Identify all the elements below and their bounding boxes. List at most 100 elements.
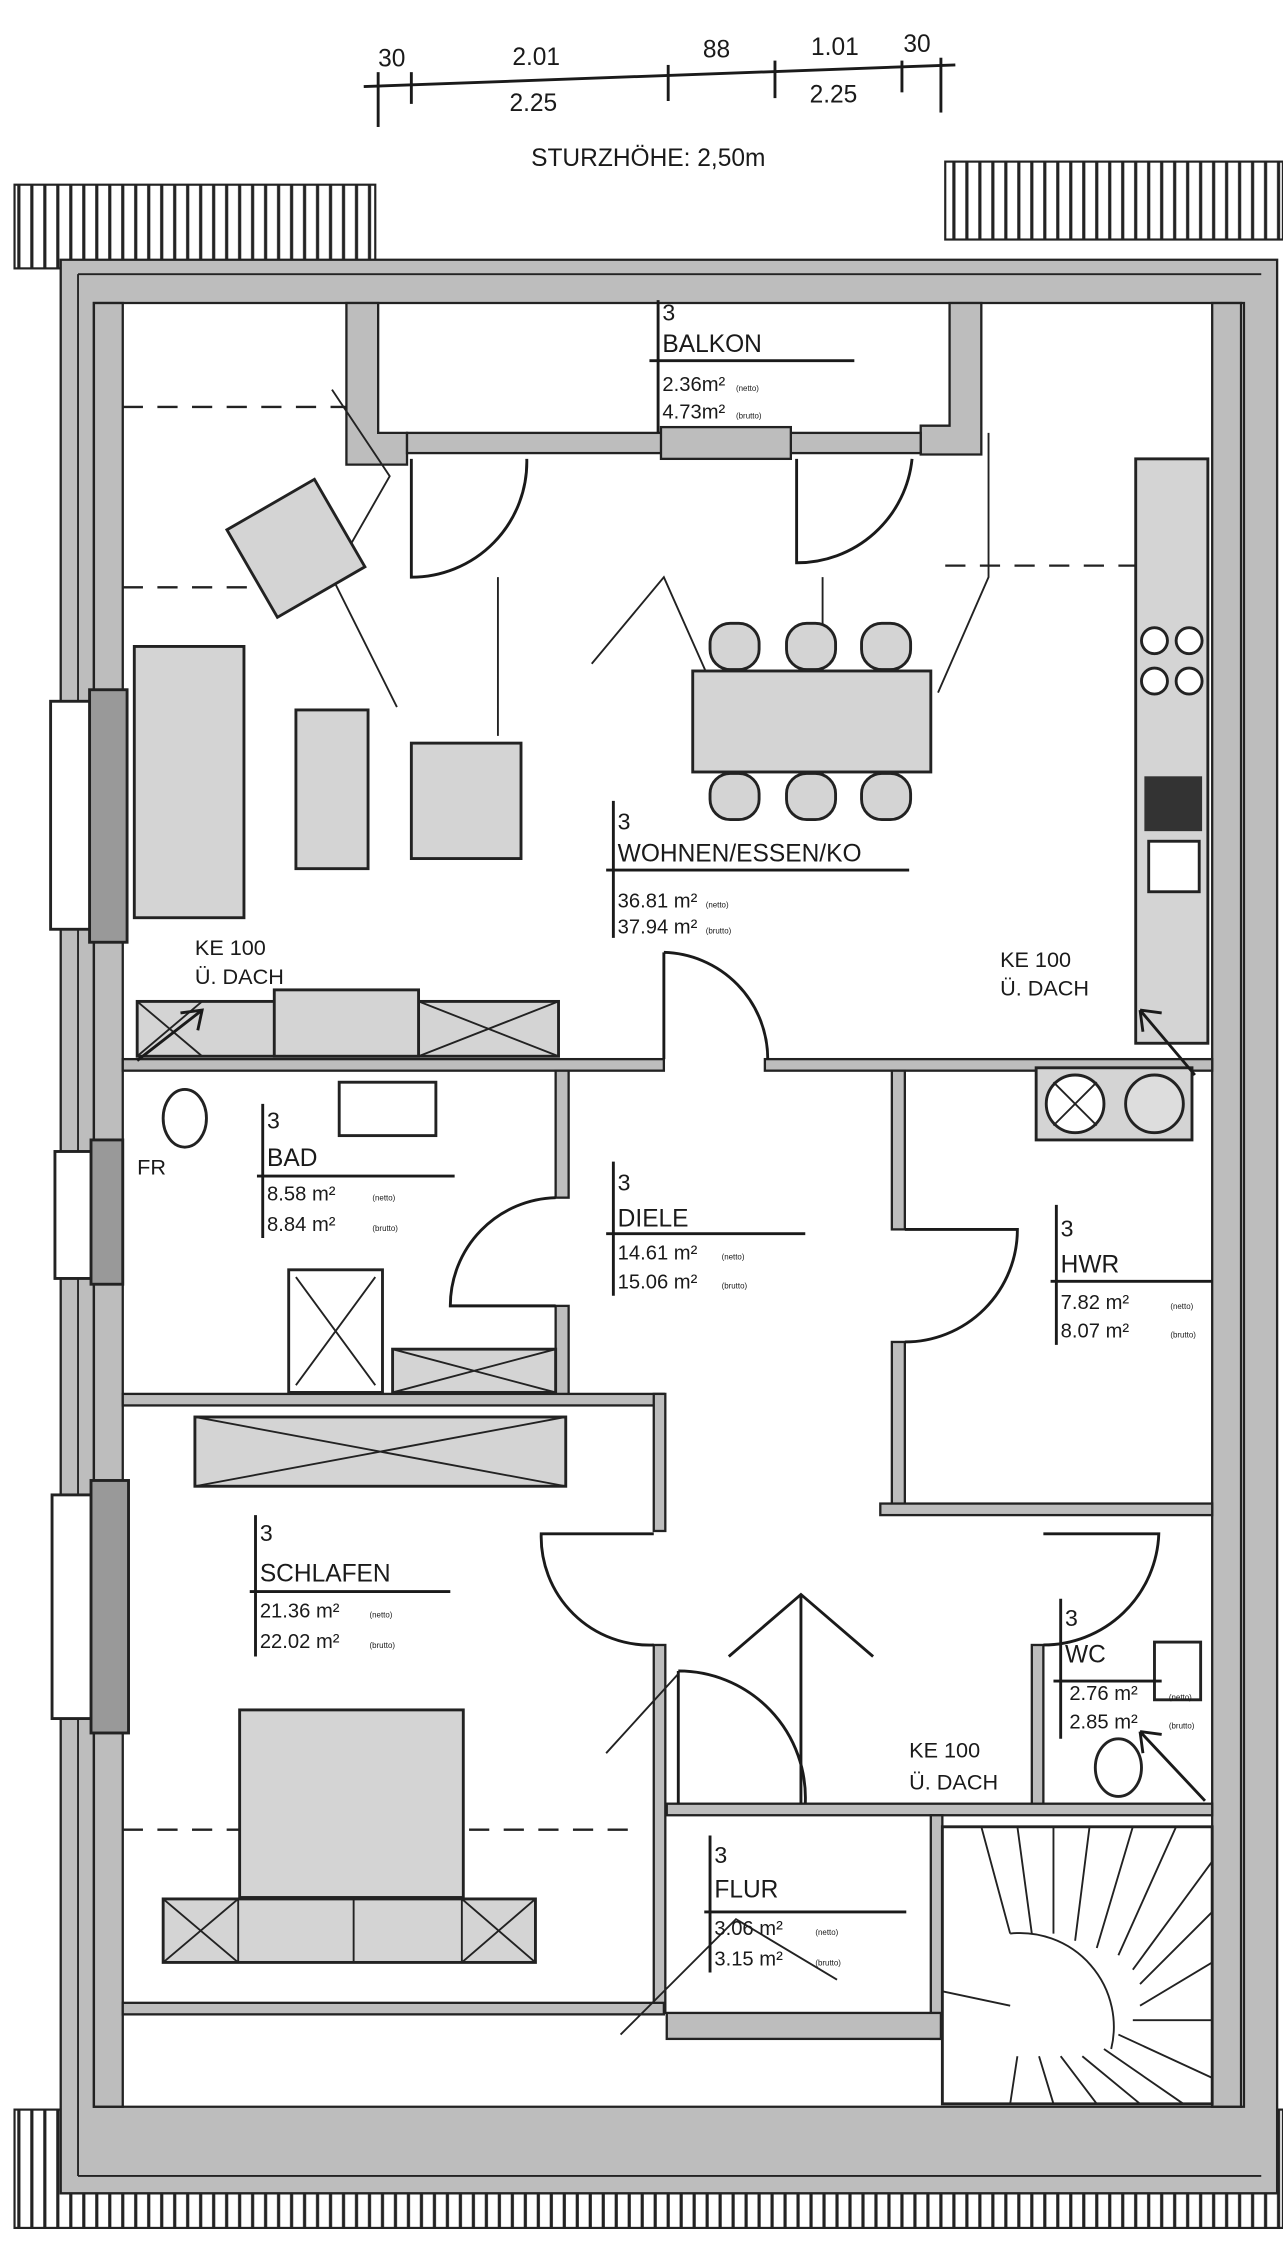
brutto-tag: (brutto) [736, 411, 762, 420]
brutto-tag: (brutto) [706, 927, 732, 936]
netto-tag: (netto) [370, 1611, 393, 1620]
windows-left [49, 688, 130, 1735]
netto-tag: (netto) [1169, 1693, 1192, 1702]
room-wohnen-essen-kochen: 3 WOHNEN/ESSEN/KO 36.81 m² (netto) 37.94… [606, 800, 910, 939]
room-number: 3 [618, 1169, 631, 1195]
area-brutto: 37.94 m² [618, 917, 698, 939]
lintel-height-label: STURZHÖHE: 2,50m [531, 145, 765, 172]
room-number: 3 [714, 1842, 727, 1868]
stove-icon [1140, 626, 1204, 696]
shelf-cross-boxes [135, 988, 560, 1058]
area-netto: 3.06 m² [714, 1918, 783, 1940]
toilet-icon [161, 1087, 208, 1149]
ke-annotation-left: KE 100 Ü. DACH [136, 935, 284, 1062]
ke-annotation-bottom: KE 100 Ü. DACH [909, 1730, 1207, 1802]
room-number: 3 [267, 1107, 280, 1133]
area-netto: 7.82 m² [1061, 1292, 1130, 1314]
bedroom-furniture [161, 1415, 568, 1964]
area-brutto: 8.84 m² [267, 1214, 336, 1236]
chimney-arrow-icon [136, 1008, 204, 1062]
netto-tag: (netto) [372, 1194, 395, 1203]
ke-annotation-right: KE 100 Ü. DACH [1000, 947, 1196, 1076]
room-name: HWR [1061, 1252, 1120, 1279]
room-balkon: 3 BALKON 2.36m² (netto) 4.73m² (brutto) [649, 299, 855, 433]
dim-30-right: 30 [903, 31, 930, 58]
dim-2-25-right: 2.25 [810, 81, 858, 108]
interior-walls [121, 1057, 1214, 2041]
brutto-tag: (brutto) [372, 1224, 398, 1233]
room-name: BALKON [662, 331, 761, 358]
room-name: WC [1065, 1641, 1106, 1668]
dining-chairs [708, 621, 913, 822]
wc-fixtures [1093, 1640, 1203, 1798]
area-brutto: 15.06 m² [618, 1272, 698, 1294]
area-netto: 21.36 m² [260, 1601, 340, 1623]
armchair-rotated [224, 477, 367, 620]
room-schlafen: 3 SCHLAFEN 21.36 m² (netto) 22.02 m² (br… [249, 1515, 451, 1657]
dim-1-01: 1.01 [811, 34, 859, 61]
ke-label: KE 100 [909, 1738, 980, 1763]
area-brutto: 22.02 m² [260, 1631, 340, 1653]
dining-table [691, 669, 933, 774]
kitchen-counter [1134, 457, 1210, 1045]
ke-roof-label: Ü. DACH [195, 964, 284, 989]
area-brutto: 8.07 m² [1061, 1321, 1130, 1343]
washer-dryer [1034, 1066, 1194, 1142]
area-brutto: 2.85 m² [1069, 1712, 1138, 1734]
staircase [940, 1825, 1214, 2106]
area-netto: 36.81 m² [618, 891, 698, 913]
room-flur: 3 FLUR 3.06 m² (netto) 3.15 m² (brutto) [704, 1835, 907, 1973]
room-name: FLUR [714, 1876, 778, 1903]
dim-2-01: 2.01 [512, 44, 560, 71]
chimney-arrow-icon [1138, 1008, 1196, 1076]
coffee-table [294, 708, 370, 871]
room-diele: 3 DIELE 14.61 m² (netto) 15.06 m² (brutt… [606, 1161, 806, 1296]
room-name: SCHLAFEN [260, 1560, 391, 1587]
dim-88: 88 [703, 37, 730, 64]
netto-tag: (netto) [722, 1253, 745, 1262]
oven-icon [1144, 776, 1203, 832]
bathroom-fixtures [161, 1080, 558, 1394]
room-name: DIELE [618, 1206, 689, 1233]
area-netto: 8.58 m² [267, 1184, 336, 1206]
ke-label: KE 100 [1000, 947, 1071, 972]
room-number: 3 [1061, 1216, 1074, 1242]
room-number: 3 [618, 809, 631, 835]
room-number: 3 [1065, 1605, 1078, 1631]
brutto-tag: (brutto) [1170, 1331, 1196, 1340]
room-number: 3 [662, 299, 675, 325]
roof-top-left [13, 183, 377, 270]
washbasin-icon [337, 1080, 438, 1138]
netto-tag: (netto) [706, 901, 729, 910]
brutto-tag: (brutto) [1169, 1722, 1195, 1731]
ke-label: KE 100 [195, 935, 266, 960]
roof-top-right [944, 160, 1283, 241]
room-wc: 3 WC 2.76 m² (netto) 2.85 m² (brutto) [1053, 1598, 1195, 1739]
dim-30-left: 30 [378, 45, 405, 72]
dim-2-25-left: 2.25 [509, 90, 557, 117]
sink-icon [1147, 839, 1201, 894]
netto-tag: (netto) [1170, 1302, 1193, 1311]
room-number: 3 [260, 1520, 273, 1546]
living-furniture [132, 457, 1210, 1058]
sofa [132, 645, 246, 920]
area-netto: 2.76 m² [1069, 1683, 1138, 1705]
area-netto: 14.61 m² [618, 1243, 698, 1265]
brutto-tag: (brutto) [815, 1958, 841, 1967]
brutto-tag: (brutto) [722, 1282, 748, 1291]
room-bad: 3 BAD 8.58 m² (netto) 8.84 m² (brutto) [256, 1103, 455, 1239]
room-hwr: 3 HWR 7.82 m² (netto) 8.07 m² (brutto) [1050, 1204, 1213, 1345]
room-name: WOHNEN/ESSEN/KO [618, 840, 862, 867]
doors [330, 389, 1161, 2036]
chimney-arrow-icon [1138, 1730, 1207, 1802]
nightstand-row [161, 1897, 537, 1964]
balcony-walls [345, 301, 983, 466]
bed [238, 1708, 465, 1899]
room-name: BAD [267, 1145, 317, 1172]
area-brutto: 4.73m² [662, 401, 725, 423]
ke-roof-label: Ü. DACH [1000, 976, 1089, 1001]
brutto-tag: (brutto) [370, 1641, 396, 1650]
area-brutto: 3.15 m² [714, 1948, 783, 1970]
netto-tag: (netto) [815, 1928, 838, 1937]
